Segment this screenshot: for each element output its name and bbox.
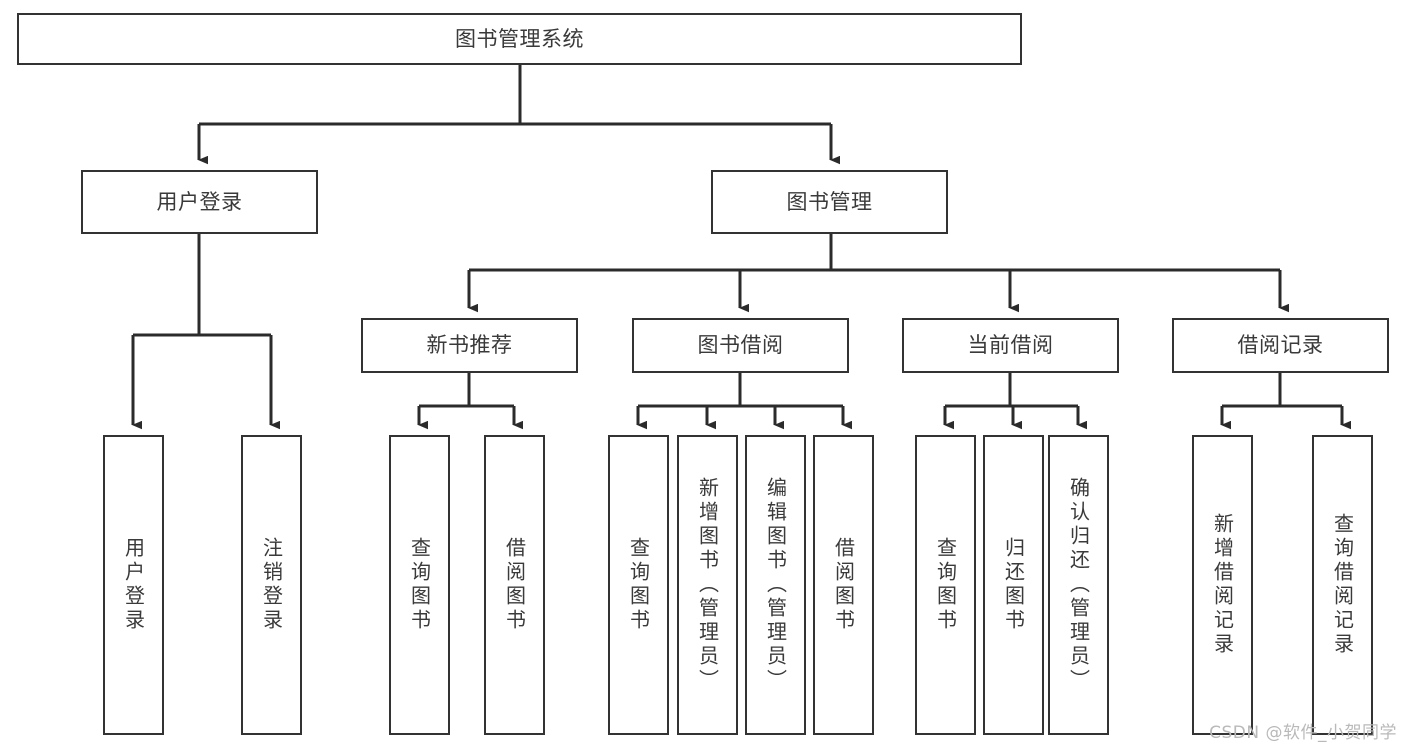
leaf-query-book-current[interactable]: 查询图书 — [915, 435, 976, 735]
node-borrow-record-label: 借阅记录 — [1237, 333, 1324, 358]
leaf-query-book-borrow-label: 查询图书 — [626, 537, 651, 633]
leaf-confirm-return-admin[interactable]: 确认归还（管理员） — [1048, 435, 1109, 735]
leaf-query-book-borrow[interactable]: 查询图书 — [608, 435, 669, 735]
node-book-manage-label: 图书管理 — [786, 189, 873, 214]
leaf-user-logout-label: 注销登录 — [259, 537, 284, 633]
node-new-book-recommend-label: 新书推荐 — [426, 333, 513, 358]
node-new-book-recommend[interactable]: 新书推荐 — [361, 318, 578, 373]
node-current-borrow[interactable]: 当前借阅 — [902, 318, 1119, 373]
leaf-query-book-current-label: 查询图书 — [933, 537, 958, 633]
node-book-borrow[interactable]: 图书借阅 — [632, 318, 849, 373]
node-user-login[interactable]: 用户登录 — [81, 170, 318, 234]
leaf-query-book-recommend-label: 查询图书 — [407, 537, 432, 633]
node-root-label: 图书管理系统 — [455, 26, 584, 51]
leaf-edit-book-admin-label: 编辑图书（管理员） — [763, 477, 788, 693]
leaf-query-book-recommend[interactable]: 查询图书 — [389, 435, 450, 735]
leaf-user-login-label: 用户登录 — [121, 537, 146, 633]
leaf-user-login[interactable]: 用户登录 — [103, 435, 164, 735]
leaf-query-borrow-record-label: 查询借阅记录 — [1330, 513, 1355, 657]
leaf-borrow-book[interactable]: 借阅图书 — [813, 435, 874, 735]
leaf-return-book-label: 归还图书 — [1001, 537, 1026, 633]
watermark-text: CSDN @软件_小贺同学 — [1209, 723, 1397, 743]
leaf-edit-book-admin[interactable]: 编辑图书（管理员） — [745, 435, 806, 735]
leaf-add-borrow-record-label: 新增借阅记录 — [1210, 513, 1235, 657]
node-current-borrow-label: 当前借阅 — [967, 333, 1054, 358]
leaf-user-logout[interactable]: 注销登录 — [241, 435, 302, 735]
leaf-borrow-book-label: 借阅图书 — [831, 537, 856, 633]
leaf-borrow-book-recommend[interactable]: 借阅图书 — [484, 435, 545, 735]
node-book-borrow-label: 图书借阅 — [697, 333, 784, 358]
node-book-manage[interactable]: 图书管理 — [711, 170, 948, 234]
leaf-borrow-book-recommend-label: 借阅图书 — [502, 537, 527, 633]
leaf-add-book-admin[interactable]: 新增图书（管理员） — [677, 435, 738, 735]
leaf-return-book[interactable]: 归还图书 — [983, 435, 1044, 735]
node-user-login-label: 用户登录 — [156, 189, 243, 214]
leaf-add-borrow-record[interactable]: 新增借阅记录 — [1192, 435, 1253, 735]
node-borrow-record[interactable]: 借阅记录 — [1172, 318, 1389, 373]
leaf-add-book-admin-label: 新增图书（管理员） — [695, 477, 720, 693]
leaf-query-borrow-record[interactable]: 查询借阅记录 — [1312, 435, 1373, 735]
leaf-confirm-return-admin-label: 确认归还（管理员） — [1066, 477, 1091, 693]
node-root[interactable]: 图书管理系统 — [17, 13, 1022, 65]
